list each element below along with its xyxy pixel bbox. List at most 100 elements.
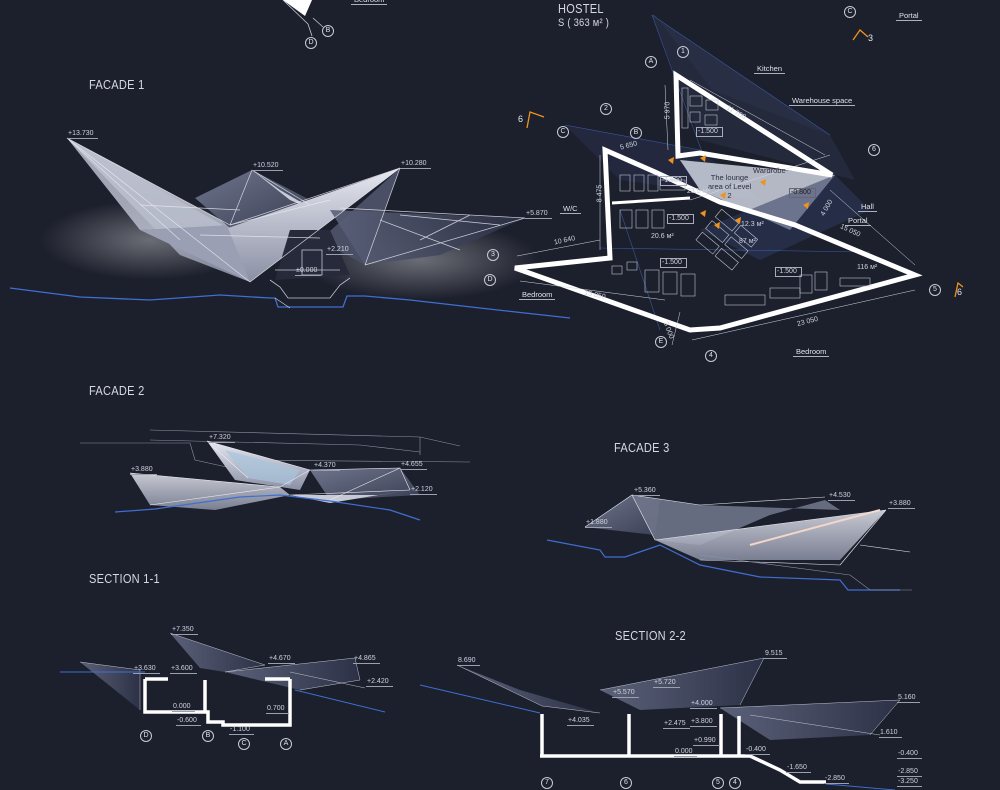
level-mark: +3.880	[130, 466, 157, 475]
level-mark: +4.530	[828, 492, 855, 501]
level-mark: -3.250	[897, 778, 922, 787]
section-1-1-drawing	[60, 632, 386, 727]
level-mark: -1.500	[667, 214, 694, 224]
level-mark: +2.120	[410, 486, 437, 495]
room-bedroom-west: Bedroom	[519, 290, 556, 300]
level-mark: +4.370	[313, 462, 340, 471]
level-mark: -1.500	[775, 267, 802, 277]
area-label: 20.6 м²	[651, 233, 674, 240]
level-mark: -2.850	[824, 775, 849, 784]
facade-1-drawing	[9, 137, 571, 319]
level-mark: +10.520	[252, 162, 283, 171]
hostel-plan	[514, 14, 923, 346]
level-mark: +2.475	[663, 720, 690, 729]
level-mark: -0.800	[789, 188, 816, 198]
dimension: 5 970	[664, 101, 672, 120]
area-label: 12.3 м²	[741, 221, 764, 228]
room-wc: W/C	[560, 204, 581, 214]
level-mark: +2.420	[366, 678, 393, 687]
facade-3-drawing	[546, 494, 912, 591]
room-portal: Portal	[845, 216, 871, 226]
axis-marker: D	[484, 274, 496, 286]
axis-marker: 1	[677, 46, 689, 58]
level-mark: -1.500	[660, 176, 687, 186]
section-2-2-title: SECTION 2-2	[615, 628, 686, 643]
area-label: 87 м²	[739, 238, 756, 245]
level-mark: +3.600	[170, 665, 197, 674]
room-warehouse: Warehouse space	[789, 96, 856, 106]
axis-marker: 7	[541, 777, 553, 789]
axis-marker: D	[305, 37, 317, 49]
level-mark: 0.700	[266, 705, 289, 714]
level-mark: -0.400	[745, 746, 770, 755]
axis-marker: 2	[600, 103, 612, 115]
level-mark: +0.990	[693, 737, 720, 746]
hostel-area: S ( 363 м² )	[558, 17, 610, 29]
axis-marker: 4	[729, 777, 741, 789]
level-mark: 0.000	[172, 703, 195, 712]
facade-1-title: FACADE 1	[89, 77, 145, 92]
level-mark: +5.570	[612, 689, 639, 698]
axis-marker: C	[557, 126, 569, 138]
level-mark: -1.500	[696, 127, 723, 137]
axis-marker: 5	[929, 284, 941, 296]
level-mark: +7.350	[171, 626, 198, 635]
level-mark: +1.880	[585, 519, 612, 528]
axis-marker: C	[844, 6, 856, 18]
level-mark: +4.035	[567, 717, 594, 726]
level-mark: 8.690	[457, 657, 480, 666]
level-mark: -1.100	[229, 726, 254, 735]
level-mark: +2.210	[326, 246, 353, 255]
level-mark: -2.850	[897, 768, 922, 777]
axis-marker: 6	[620, 777, 632, 789]
axis-marker: B	[630, 127, 642, 139]
axis-marker: 4	[705, 350, 717, 362]
hostel-title: HOSTEL	[558, 1, 604, 16]
level-mark: +13.730	[67, 130, 98, 139]
level-mark: -0.400	[897, 750, 922, 759]
section-mark-icons	[526, 29, 964, 298]
axis-marker: 3	[487, 249, 499, 261]
room-bedroom-south: Bedroom	[793, 347, 830, 357]
level-mark: +7.320	[208, 434, 235, 443]
section-1-1-title: SECTION 1-1	[89, 571, 160, 586]
level-mark: 9.515	[764, 650, 787, 659]
level-mark: 5.160	[897, 694, 920, 703]
level-mark: +5.870	[525, 210, 552, 219]
axis-marker: B	[322, 25, 334, 37]
room-wardrobe: Wardrobe	[753, 166, 786, 175]
level-mark: 1.610	[879, 729, 902, 738]
level-mark: +4.000	[690, 700, 717, 709]
level-mark: +5.360	[633, 487, 660, 496]
axis-marker: 6	[868, 144, 880, 156]
level-mark: -1.650	[786, 764, 811, 773]
axis-marker: 5	[712, 777, 724, 789]
level-mark: 0.000	[674, 748, 697, 757]
level-mark: +4.670	[268, 655, 295, 664]
facade-3-title: FACADE 3	[614, 440, 670, 455]
axis-marker: E	[655, 336, 667, 348]
room-hall: Hall	[858, 202, 877, 212]
level-mark: -0.600	[176, 717, 201, 726]
level-mark: +4.655	[400, 461, 427, 470]
level-mark: -1.500	[660, 258, 687, 268]
area-label: 23.5 м²	[687, 188, 710, 195]
area-label: 116 м²	[857, 264, 878, 271]
axis-marker: C	[238, 738, 250, 750]
level-mark: +5.720	[653, 679, 680, 688]
axis-marker: D	[140, 730, 152, 742]
facade-2-title: FACADE 2	[89, 383, 145, 398]
room-portal-top: Portal	[896, 11, 922, 21]
level-mark: +3.800	[690, 718, 717, 727]
level-mark: +10.280	[400, 160, 431, 169]
axis-marker: A	[280, 738, 292, 750]
dimension: 8 475	[596, 184, 604, 203]
facade-2-drawing	[80, 429, 471, 521]
level-mark: +3.880	[888, 500, 915, 509]
section-mark-6-west: 6	[518, 114, 524, 124]
level-mark: +4.865	[353, 655, 380, 664]
section-mark-3: 3	[868, 33, 874, 43]
top-fragment	[282, 0, 324, 37]
axis-marker: B	[202, 730, 214, 742]
